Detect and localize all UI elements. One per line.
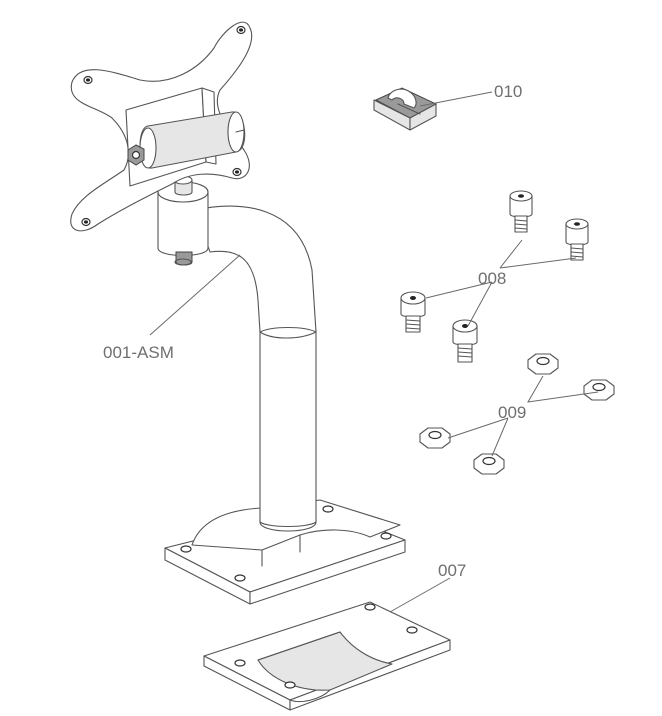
- vertical-tube: [259, 329, 317, 532]
- socket-screws: [400, 190, 589, 363]
- curved-elbow-tube: [194, 205, 317, 339]
- socket-screw: [509, 190, 533, 233]
- leader-lines: [149, 91, 599, 613]
- clamp-plate: [203, 601, 451, 711]
- cable-clip: [373, 87, 438, 131]
- socket-screw: [400, 291, 426, 333]
- socket-screw: [565, 218, 589, 261]
- label-socket-screws: 008: [478, 269, 506, 288]
- hex-nut: [419, 427, 451, 449]
- label-clamp-plate: 007: [438, 561, 466, 580]
- label-hex-nuts: 009: [498, 403, 526, 422]
- hex-nut: [473, 453, 505, 475]
- part-labels: 001-ASM 010 008 009 007: [103, 82, 526, 580]
- tilt-bracket: [125, 87, 246, 187]
- hex-nuts: [419, 353, 615, 475]
- hex-nut: [527, 353, 559, 375]
- socket-screw: [452, 319, 478, 363]
- hex-nut: [583, 379, 615, 401]
- label-cable-clip: 010: [494, 82, 522, 101]
- monitor-arm-assembly: [70, 21, 406, 605]
- label-base-assembly: 001-ASM: [103, 343, 174, 362]
- pivot-housing: [157, 175, 209, 266]
